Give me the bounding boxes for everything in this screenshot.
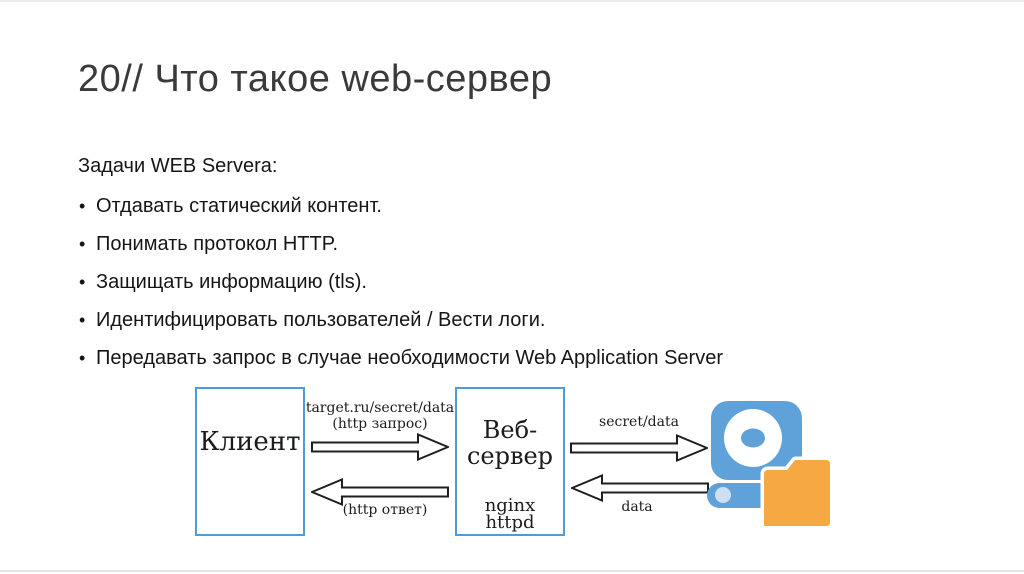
list-item: Отдавать статический контент. (78, 196, 908, 218)
slide-top-border (0, 0, 1024, 2)
storage-request-arrow-icon (570, 434, 708, 462)
request-note-label: (http запрос) (332, 416, 428, 432)
slide-bottom-border (0, 570, 1024, 572)
http-response-arrow-icon (311, 478, 449, 506)
tasks-heading: Задачи WEB Servera: (78, 155, 278, 177)
storage-response-label: data (621, 499, 653, 515)
list-item: Идентифицировать пользователей / Вести л… (78, 310, 908, 332)
hard-drive-icon (707, 401, 802, 508)
http-request-arrow-icon (311, 433, 449, 461)
storage-request-label: secret/data (599, 414, 679, 430)
folder-icon (760, 456, 834, 530)
list-item: Понимать протокол HTTP. (78, 234, 908, 256)
response-note-label: (http ответ) (342, 502, 428, 518)
client-box-label: Клиент (199, 427, 301, 457)
storage-response-arrow-icon (571, 474, 709, 502)
web-server-box-label: Веб-сервер (466, 416, 554, 470)
slide-title: 20// Что такое web-сервер (78, 58, 553, 100)
tasks-bullet-list: Отдавать статический контент. Понимать п… (78, 196, 908, 370)
client-box: Клиент (195, 387, 305, 536)
list-item: Передавать запрос в случае необходимости… (78, 348, 908, 370)
list-item: Защищать информацию (tls). (78, 272, 908, 294)
slide-body: Задачи WEB Servera: Отдавать статический… (78, 155, 908, 386)
request-url-label: target.ru/secret/data (305, 400, 455, 416)
storage-icons (707, 401, 834, 530)
